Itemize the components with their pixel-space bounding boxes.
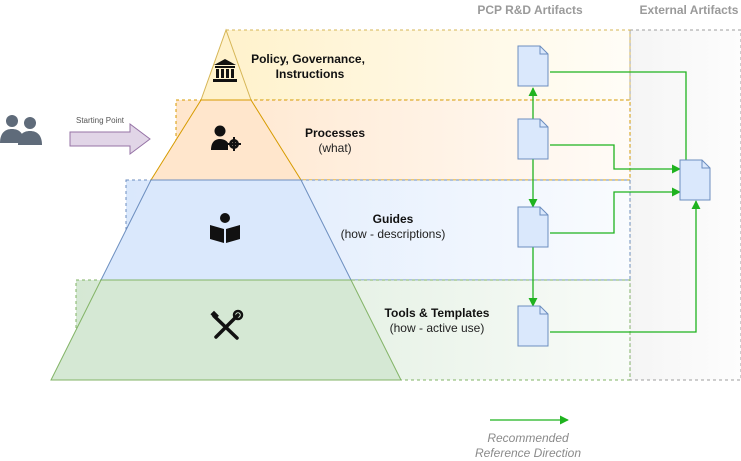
arrow-processes-to-external bbox=[550, 144, 681, 174]
layer-subtitle-tools: (how - active use) bbox=[390, 321, 485, 335]
pyramid-layer-tools bbox=[50, 279, 402, 381]
band-policy bbox=[225, 29, 631, 101]
users-icon bbox=[0, 115, 42, 145]
document-tools-icon bbox=[517, 305, 549, 347]
document-external-icon bbox=[679, 159, 711, 201]
document-policy-icon bbox=[517, 45, 549, 87]
user-gear-icon bbox=[211, 125, 241, 151]
starting-point-label: Starting Point bbox=[76, 116, 125, 125]
legend-line-1: Recommended bbox=[487, 431, 569, 445]
external-artifacts-header: External Artifacts bbox=[640, 3, 739, 17]
arrow-guides-to-external bbox=[550, 187, 681, 234]
layer-subtitle-processes: (what) bbox=[318, 141, 351, 155]
legend-line-2: Reference Direction bbox=[475, 446, 581, 460]
arrow-tools-to-external bbox=[550, 200, 701, 333]
layer-title-guides: Guides bbox=[373, 212, 414, 226]
document-processes-icon bbox=[517, 118, 549, 160]
tools-icon bbox=[210, 309, 244, 340]
pcp-artifacts-header: PCP R&D Artifacts bbox=[477, 3, 583, 17]
book-reader-icon bbox=[210, 213, 240, 243]
arrow-policy-to-external bbox=[550, 71, 691, 171]
layer-title-processes: Processes bbox=[305, 126, 365, 140]
layer-subtitle-guides: (how - descriptions) bbox=[341, 227, 446, 241]
layer-subtitle-policy: Instructions bbox=[276, 67, 345, 81]
document-guides-icon bbox=[517, 206, 549, 248]
layer-title-tools: Tools & Templates bbox=[385, 306, 490, 320]
starting-point-arrow bbox=[69, 123, 151, 155]
layer-title-policy: Policy, Governance, bbox=[251, 52, 365, 66]
institution-icon bbox=[213, 59, 237, 82]
